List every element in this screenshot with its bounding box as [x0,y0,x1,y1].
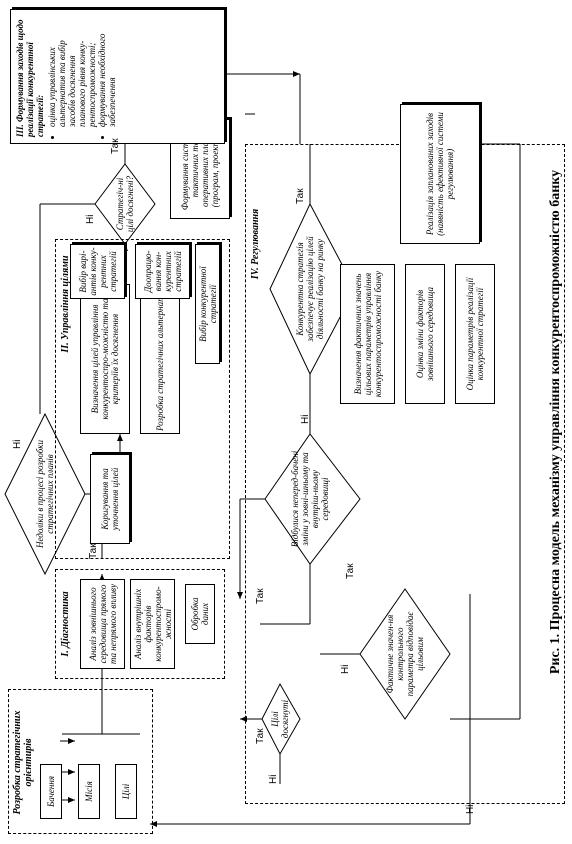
planned-measures-box: Реалізація запланованих заходів (наявніс… [400,104,480,244]
data-processing-box: Обробка даних [185,584,215,644]
measures-item: оцінка управлінських альтернатив та вибі… [47,16,97,127]
diamond-flaws-text: Недоліки в процесі розробки стратегічних… [35,440,55,548]
goals-box: Цілі [115,764,137,819]
define-goals-box: Визначення цілей управління конкурентосп… [80,284,130,434]
label-yes: Так [88,543,99,559]
alternatives-box: Розробка стратегічних альтернатив [140,284,180,434]
measures-item: формування необхідного забезпечення [97,16,117,127]
choose-variants-box: Вибір варі-антів конку-рентних стратегій [70,244,125,299]
section-strategic-title: Розробка стратегічних орієнтирів [12,710,34,815]
diamond-strategy-risk-text: Конкурентна стратегія забезпечує реаліза… [295,236,325,342]
section-diagnostics-title: I. Діагностика [60,591,71,657]
diamond-changes [264,433,361,565]
label-no: Ні [300,414,311,424]
diamond-actual-match [359,588,451,720]
implementation-params-box: Оцінка параметрів реалізації конкурентно… [455,264,495,404]
diamond-targets-reached [261,682,301,756]
mission-box: Місія [78,764,100,819]
label-yes: Так [255,588,266,604]
refine-strategies-box: Доопрацю-вання кон-курентних стратегій [135,244,190,299]
diamond-goals-achieved [94,163,156,245]
measures-list: оцінка управлінських альтернатив та вибі… [47,16,117,137]
measures-box: III. Формування заходів щодо реалізації … [10,9,225,144]
label-no: Ні [465,804,476,814]
goal-correction-box: Коригування та уточнення цілей [90,454,130,544]
label-yes: Так [295,188,306,204]
measures-title: III. Формування заходів щодо реалізації … [15,19,45,137]
actual-values-box: Визначення фактичних значень цільових па… [340,264,395,404]
label-no: Ні [268,774,279,784]
label-no: Ні [85,214,96,224]
diamond-targets-reached-text: Цілі досягнуті [270,699,290,739]
diamond-changes-text: Відбулися неперед-бачені зміни у зовні-ш… [290,450,330,548]
label-yes: Так [255,728,266,744]
env-factors-box: Оцінка зміни факторів зовнішнього середо… [405,264,445,404]
label-no: Ні [12,439,23,449]
label-yes: Так [110,138,121,154]
diamond-goals-achieved-text: Стратегіч-ні цілі досягнені? [115,175,135,233]
diamond-actual-match-text: Фактичне значен-ня контрольного параметр… [385,611,425,697]
vision-box: Бачення [40,764,62,819]
section-regulation-title: IV. Регулювання [250,208,261,280]
label-no: Ні [340,664,351,674]
label-yes: Так [345,563,356,579]
env-analysis-box: Аналіз зовнішнього середовища прямого та… [80,579,125,669]
figure-caption: Рис. 1. Процесна модель механізму управл… [548,169,563,675]
choose-strategy-box: Вибір конкурентної стратегії [195,244,220,364]
internal-analysis-box: Аналіз внутрішніх факторів конкурентоспр… [130,579,175,669]
